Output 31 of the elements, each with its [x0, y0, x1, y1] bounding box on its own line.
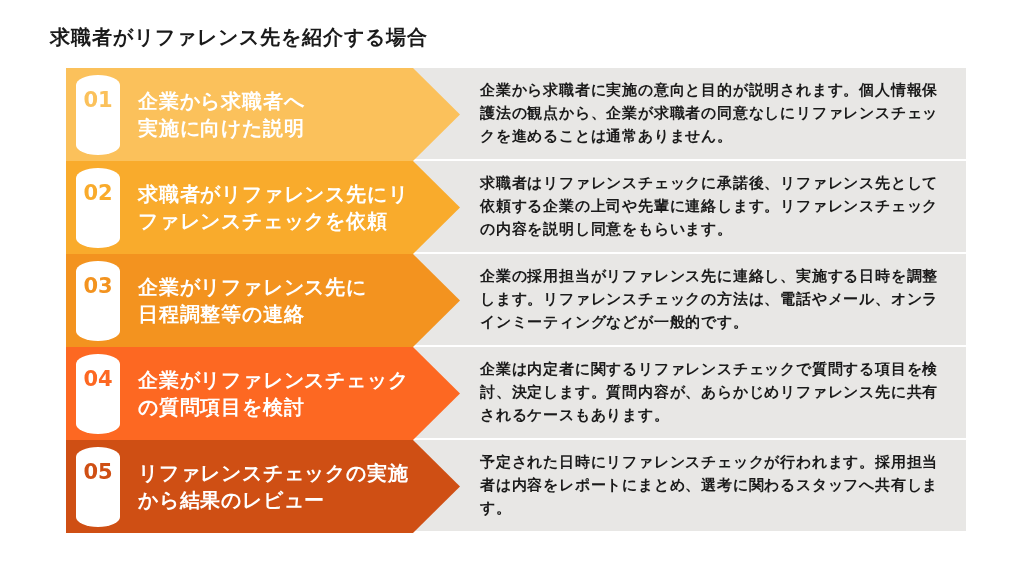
- number-tab: [76, 261, 120, 341]
- step-title: 求職者がリファレンス先にリファレンスチェックを依頼: [138, 180, 410, 235]
- step-title: 企業から求職者へ実施に向けた説明: [138, 87, 306, 142]
- step-description: 企業から求職者に実施の意向と目的が説明されます。個人情報保護法の観点から、企業が求職者の同意なしにリファレンスチェックを進めることは通常ありません。: [480, 80, 940, 147]
- step-band: [66, 254, 460, 347]
- description-panel: [413, 68, 966, 159]
- step-band: [66, 161, 460, 254]
- step-description: 予定された日時にリファレンスチェックが行われます。採用担当者は内容をレポートにまとめ、選考に関わるスタッフへ共有します。: [480, 452, 940, 519]
- diagram-title: 求職者がリファレンス先を紹介する場合: [50, 24, 428, 50]
- number-tab: [76, 168, 120, 248]
- step-description: 企業の採用担当がリファレンス先に連絡し、実施する日時を調整します。リファレンスチェックの方法は、電話やメール、オンラインミーティングなどが一般的です。: [480, 266, 940, 333]
- step-title: リファレンスチェックの実施から結果のレビュー: [138, 459, 410, 514]
- description-panel: [413, 161, 966, 252]
- step-title: 企業がリファレンスチェックの質問項目を検討: [138, 366, 410, 421]
- step-number: 02: [83, 181, 113, 205]
- number-tab: [76, 447, 120, 527]
- step-number: 01: [83, 88, 113, 112]
- step-number: 03: [83, 274, 113, 298]
- step-number: 05: [83, 460, 113, 484]
- step-description: 求職者はリファレンスチェックに承諾後、リファレンス先として依頼する企業の上司や先輩に連絡します。リファレンスチェックの内容を説明し同意をもらいます。: [480, 173, 940, 240]
- step-band: [66, 68, 460, 161]
- description-panel: [413, 440, 966, 531]
- step-title: 企業がリファレンス先に日程調整等の連絡: [138, 273, 368, 328]
- description-panel: [413, 347, 966, 438]
- number-tab: [76, 75, 120, 155]
- number-tab: [76, 354, 120, 434]
- description-panel: [413, 254, 966, 345]
- step-band: [66, 347, 460, 440]
- step-number: 04: [83, 367, 113, 391]
- step-band: [66, 440, 460, 533]
- step-description: 企業は内定者に関するリファレンスチェックで質問する項目を検討、決定します。質問内容が、あらかじめリファレンス先に共有されるケースもあります。: [480, 359, 940, 426]
